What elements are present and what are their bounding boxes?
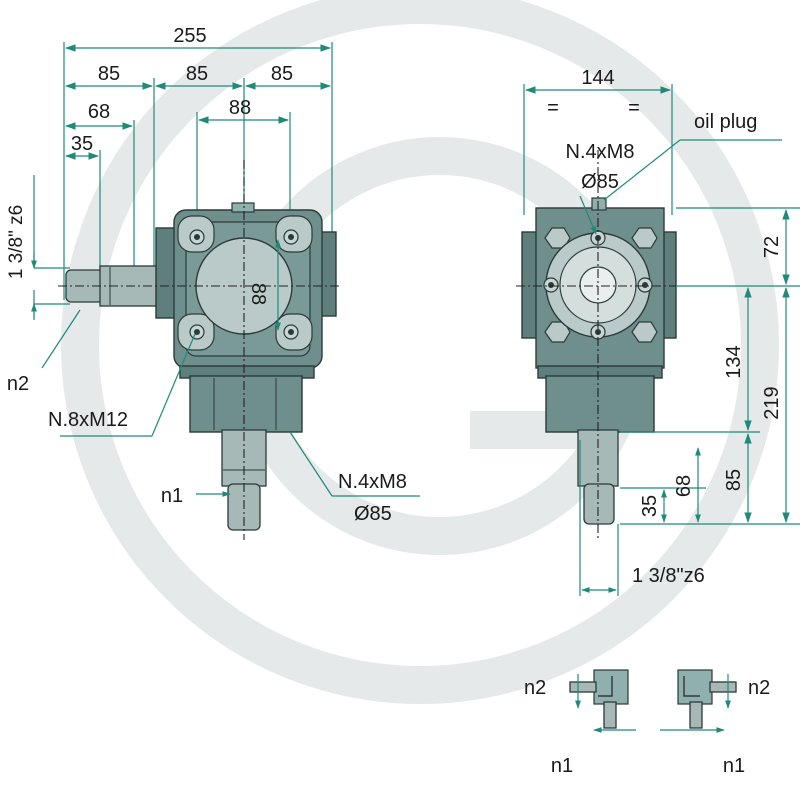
dim-35-right: 35: [639, 495, 661, 517]
label-side-holes-dia: Ø85: [581, 171, 619, 193]
dim-88-h: 88: [229, 97, 251, 119]
legend-right-n2: n2: [748, 677, 770, 699]
dim-68-right: 68: [673, 475, 695, 497]
legend-left-n1: n1: [551, 755, 573, 777]
label-flange-holes-count: N.4xM8: [338, 471, 407, 493]
rotation-legend-left: n2 n1: [524, 669, 636, 777]
legend-right-n1: n1: [723, 755, 745, 777]
label-n2-left: n2: [7, 373, 29, 395]
dim-88-v: 88: [247, 283, 269, 305]
equal-right: =: [628, 97, 640, 119]
lower-flange-housing: [189, 375, 303, 433]
dim-144: 144: [581, 67, 614, 89]
left-view: 255 85 85 85 68 35 88 1 3/8" z6: [6, 25, 420, 540]
dim-68: 68: [88, 101, 110, 123]
label-holes-main: N.8xM12: [48, 409, 128, 431]
legend-left-n2: n2: [524, 677, 546, 699]
shaft-size-right: 1 3/8"z6: [632, 565, 705, 587]
lower-flange-side: [545, 375, 655, 433]
label-side-holes-count: N.4xM8: [566, 141, 635, 163]
dim-219: 219: [761, 386, 783, 419]
label-oil-plug: oil plug: [694, 111, 757, 133]
dim-255: 255: [173, 25, 206, 47]
shaft-size-left: 1 3/8" z6: [6, 205, 27, 279]
right-view: 144 = =: [516, 67, 800, 596]
equal-left: =: [547, 97, 559, 119]
oil-plug: [591, 197, 607, 211]
dim-85-right: 85: [723, 469, 745, 491]
hex-bolts: [544, 227, 658, 343]
dim-35: 35: [71, 133, 93, 155]
label-flange-holes-dia: Ø85: [354, 503, 392, 525]
rotation-legend-right: n2 n1: [660, 669, 770, 777]
dim-72: 72: [761, 236, 783, 258]
dim-85-a: 85: [98, 63, 120, 85]
top-plug: [231, 202, 255, 213]
label-n1-left: n1: [161, 485, 183, 507]
mounting-lugs: [177, 215, 313, 351]
dim-134: 134: [723, 345, 745, 378]
dim-85-c: 85: [271, 63, 293, 85]
dim-85-b: 85: [186, 63, 208, 85]
